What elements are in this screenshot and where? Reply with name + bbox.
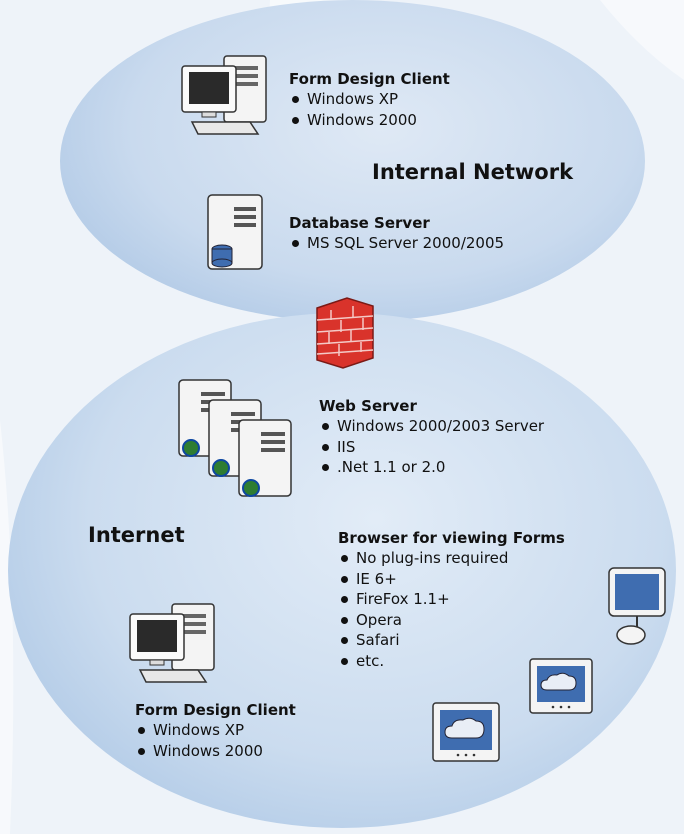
internal-network-label: Internal Network xyxy=(372,160,574,184)
form-client-internal-title: Form Design Client xyxy=(289,70,450,88)
form-client-internet-title: Form Design Client xyxy=(135,701,296,719)
list-item: Windows 2000/2003 Server xyxy=(319,416,544,437)
database-server-icon xyxy=(207,194,263,270)
database-server-title: Database Server xyxy=(289,214,430,232)
list-item: Windows XP xyxy=(289,89,450,110)
list-item: FireFox 1.1+ xyxy=(338,589,565,610)
web-server: Web Server Windows 2000/2003 Server IIS … xyxy=(319,396,544,478)
form-client-internal: Form Design Client Windows XP Windows 20… xyxy=(289,69,450,130)
list-item: etc. xyxy=(338,651,565,672)
list-item: Windows XP xyxy=(135,720,296,741)
list-item: IIS xyxy=(319,437,544,458)
internet-zone xyxy=(8,313,676,828)
imac-icon xyxy=(608,567,666,645)
list-item: Safari xyxy=(338,630,565,651)
list-item: IE 6+ xyxy=(338,569,565,590)
desktop-computer-icon xyxy=(181,55,267,135)
list-item: Opera xyxy=(338,610,565,631)
firewall-icon xyxy=(316,297,374,369)
monitor-cloud-icon xyxy=(529,658,593,714)
list-item: Windows 2000 xyxy=(135,741,296,762)
internet-label: Internet xyxy=(88,523,185,547)
web-server-title: Web Server xyxy=(319,397,417,415)
internal-network-zone xyxy=(60,0,645,322)
web-server-cluster-icon xyxy=(178,379,292,497)
list-item: Windows 2000 xyxy=(289,110,450,131)
database-server: Database Server MS SQL Server 2000/2005 xyxy=(289,213,504,254)
monitor-cloud-icon xyxy=(432,702,500,762)
list-item: MS SQL Server 2000/2005 xyxy=(289,233,504,254)
form-client-internet: Form Design Client Windows XP Windows 20… xyxy=(135,700,296,761)
list-item: .Net 1.1 or 2.0 xyxy=(319,457,544,478)
browser: Browser for viewing Forms No plug-ins re… xyxy=(338,528,565,671)
browser-title: Browser for viewing Forms xyxy=(338,529,565,547)
desktop-computer-icon xyxy=(129,603,215,683)
list-item: No plug-ins required xyxy=(338,548,565,569)
